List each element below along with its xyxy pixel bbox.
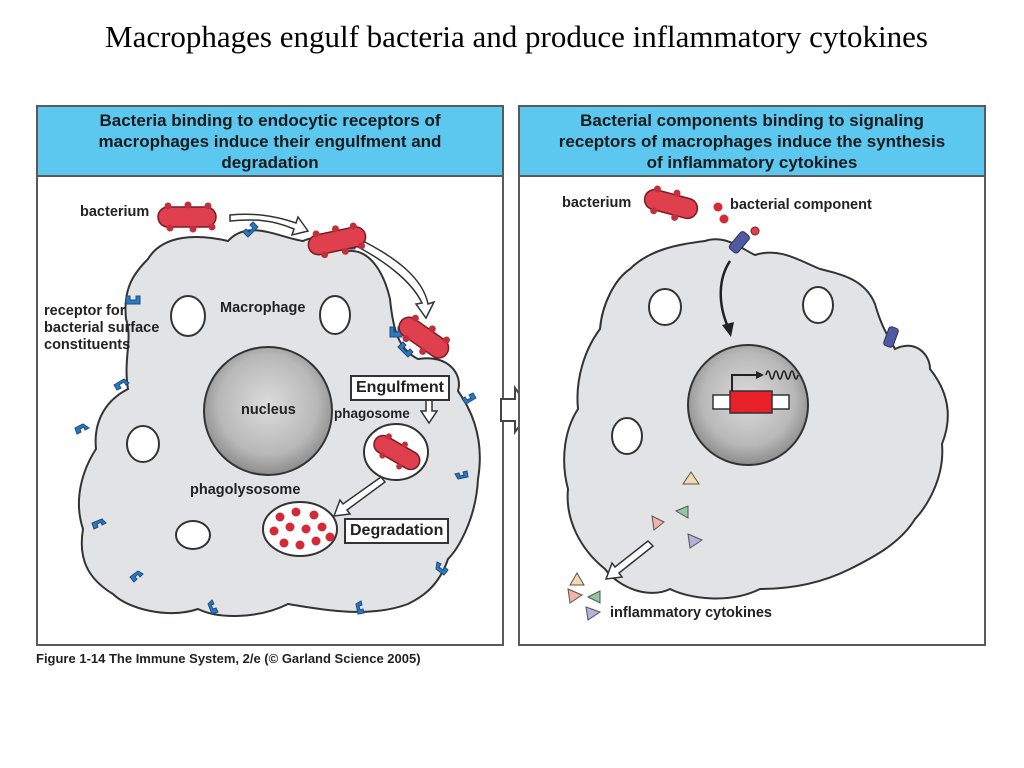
- receptor-icon: [242, 221, 259, 238]
- cytokine: [651, 515, 665, 531]
- engulfment-panel-body: bacterium receptor for bacterial surface…: [38, 179, 502, 644]
- nucleus: [203, 346, 333, 476]
- degraded-fragments: [269, 507, 335, 550]
- bacterium-label: bacterium: [80, 204, 150, 220]
- receptor-icon: [129, 570, 144, 583]
- receptor-icon: [435, 561, 449, 576]
- cytokine: [586, 590, 601, 604]
- bacterial-components: [713, 202, 729, 224]
- bacterial-component-label: bacterial component: [730, 197, 872, 213]
- vacuole: [126, 425, 160, 463]
- signaling-receptor-icon: [728, 231, 750, 254]
- bacterium-label: bacterium: [562, 195, 632, 211]
- internalization-arrow: [356, 240, 436, 320]
- receptor-icon: [113, 378, 130, 391]
- signaling-receptor-icon: [883, 326, 899, 348]
- bacterium-free: [157, 201, 217, 233]
- cytokine: [585, 606, 602, 621]
- bacterium-in-phagosome: [373, 433, 421, 471]
- receptor-icon: [397, 341, 414, 358]
- phagosome-label: phagosome: [334, 406, 410, 421]
- bacterium: [643, 185, 699, 221]
- inflammatory-cytokines-label: inflammatory cytokines: [610, 605, 772, 621]
- cytokine-panel-body: bacterium bacterial component inflammato…: [520, 179, 984, 644]
- cytokine: [569, 572, 585, 586]
- cytokine-panel-header: Bacterial components binding to signalin…: [520, 107, 984, 177]
- vacuole: [802, 286, 834, 324]
- phagolysosome-arrow: [332, 475, 387, 517]
- nucleus-label: nucleus: [241, 402, 296, 418]
- receptor-icon: [91, 518, 107, 530]
- cytokine: [687, 533, 704, 549]
- receptor-bound-component: [750, 226, 760, 236]
- signaling-receptor-icons: [728, 231, 899, 348]
- approach-arrow: [229, 213, 310, 237]
- engulfment-panel: Bacteria binding to endocytic receptors …: [36, 105, 504, 646]
- signal-arrow: [719, 260, 732, 328]
- receptor-icon: [461, 392, 477, 405]
- receptor-icon: [74, 423, 90, 435]
- phagolysosome-label: phagolysosome: [190, 482, 301, 498]
- figure-credit: Figure 1-14 The Immune System, 2/e (© Ga…: [36, 651, 421, 666]
- cytokine: [682, 471, 700, 485]
- receptor-icon: [125, 295, 141, 305]
- vacuole: [175, 520, 211, 550]
- slide-title: Macrophages engulf bacteria and produce …: [105, 19, 928, 54]
- vacuole: [170, 295, 206, 337]
- cytokine-gene: [729, 390, 773, 414]
- receptor-icon: [355, 600, 365, 615]
- cytokine: [567, 588, 584, 604]
- receptor-icon: [207, 599, 219, 615]
- cytokine: [674, 505, 689, 519]
- transcription-arrow: [731, 374, 756, 391]
- macrophage-signaling-illustration: [563, 185, 949, 621]
- degradation-label: Degradation: [344, 518, 450, 544]
- macrophage-engulfment-illustration: [74, 201, 481, 617]
- vacuole: [611, 417, 643, 455]
- vacuole: [648, 288, 682, 326]
- bacterium-engulfing: [398, 314, 451, 359]
- mrna-transcript: [765, 370, 799, 380]
- receptor-label: receptor for bacterial surface constitue…: [44, 303, 160, 353]
- engulfment-label: Engulfment: [350, 375, 450, 401]
- vacuole: [319, 295, 351, 335]
- cytokine-panel: Bacterial components binding to signalin…: [518, 105, 986, 646]
- receptor-icon: [454, 470, 469, 480]
- cytokine-triangles: [567, 471, 704, 621]
- bacterium-bound: [307, 222, 367, 259]
- release-arrow: [604, 539, 655, 580]
- macrophage-label: Macrophage: [220, 300, 306, 316]
- engulfment-panel-header: Bacteria binding to endocytic receptors …: [38, 107, 502, 177]
